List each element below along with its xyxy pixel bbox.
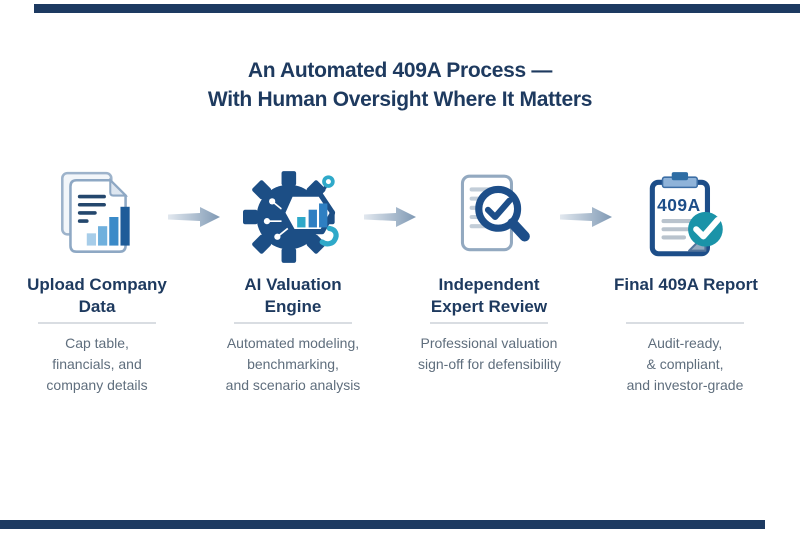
document-magnifier-check-icon [418,166,560,268]
step-heading-line2: Engine [264,297,322,316]
step-desc-line2: financials, and [52,356,142,372]
arrow-right-icon [168,204,222,230]
step-desc-line2: benchmarking, [247,356,339,372]
arrow-right-icon [364,204,418,230]
step-heading-line1: AI Valuation [244,275,342,294]
step-heading-line2: Expert Review [430,297,548,316]
step-description: Cap table, financials, and company detai… [26,333,168,396]
step-heading: Upload Company Data [26,274,168,318]
step-desc-line2: & compliant, [646,356,724,372]
step-description: Professional valuation sign-off for defe… [418,333,561,375]
step-desc-line2: sign-off for defensibility [418,356,561,372]
step-desc-line1: Audit-ready, [647,335,723,351]
heading-divider [38,322,156,324]
top-accent-bar [34,4,800,13]
step-heading: Final 409A Report [614,274,758,318]
step-heading-line1: Independent [438,275,540,294]
step-expert-review: Independent Expert Review Professional v… [418,166,561,375]
icon-409a-label: 409A [657,195,701,215]
page-title-line2: With Human Oversight Where It Matters [207,88,593,111]
step-desc-line3: and investor-grade [626,377,744,393]
heading-divider [430,322,548,324]
document-bar-chart-icon [26,166,168,268]
page-title-line1: An Automated 409A Process — [247,59,553,82]
step-desc-line3: and scenario analysis [225,377,361,393]
step-desc-line1: Automated modeling, [226,335,360,351]
bottom-accent-bar [0,520,765,529]
process-flow: Upload Company Data Cap table, financial… [0,166,800,396]
page-title: An Automated 409A Process — With Human O… [0,0,800,114]
step-heading: AI Valuation Engine [222,274,364,318]
step-heading: Independent Expert Review [418,274,560,318]
clipboard-409a-check-icon: 409A [614,166,756,268]
step-description: Automated modeling, benchmarking, and sc… [222,333,364,396]
step-final-report: 409A Final 409A Report Audit-ready, & co… [614,166,758,396]
step-description: Audit-ready, & compliant, and investor-g… [614,333,756,396]
step-desc-line3: company details [46,377,148,393]
step-heading-line1: Upload Company [27,275,167,294]
step-desc-line1: Cap table, [65,335,129,351]
heading-divider [626,322,744,324]
step-upload-data: Upload Company Data Cap table, financial… [26,166,168,396]
ai-gear-circuit-icon [222,166,364,268]
step-desc-line1: Professional valuation [420,335,558,351]
heading-divider [234,322,352,324]
step-heading-line1: Final 409A Report [614,275,758,294]
step-heading-line2: Data [78,297,116,316]
step-ai-valuation: AI Valuation Engine Automated modeling, … [222,166,364,396]
arrow-right-icon [560,204,614,230]
